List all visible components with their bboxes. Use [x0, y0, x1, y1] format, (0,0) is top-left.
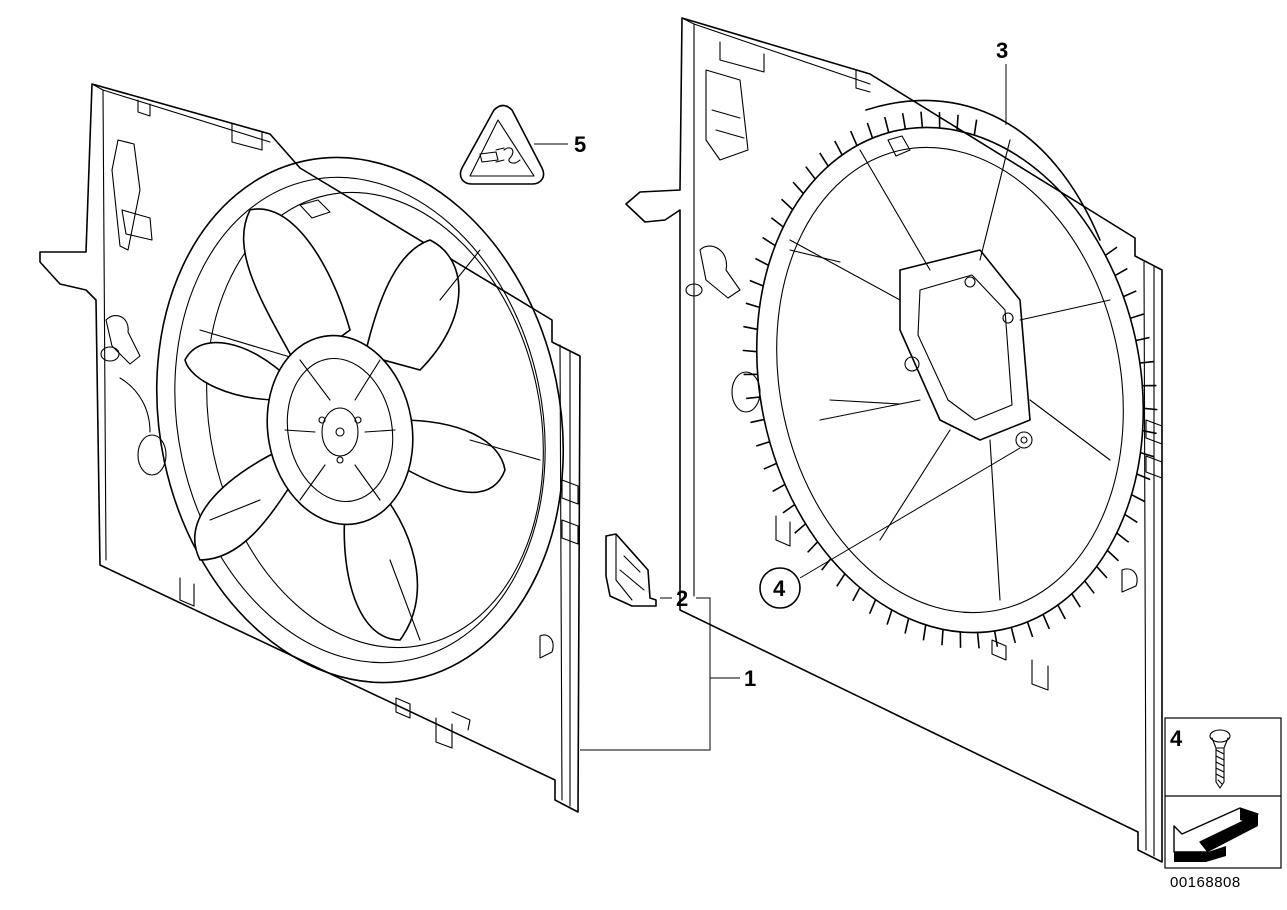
reference-number: 00168808: [1170, 874, 1241, 891]
ring-tooth: [763, 462, 777, 470]
ring-tooth: [772, 483, 786, 493]
ring-tooth: [1140, 451, 1155, 458]
bracket-part: [605, 533, 657, 607]
ring-tooth: [849, 130, 858, 146]
callout-2: 2: [676, 586, 688, 611]
ring-tooth: [904, 618, 910, 634]
ring-tooth: [762, 236, 776, 247]
ring-tooth: [1104, 246, 1118, 257]
ring-tooth: [956, 114, 959, 131]
ring-tooth: [1116, 532, 1130, 543]
ring-tooth: [749, 279, 764, 287]
ring-tooth: [755, 257, 769, 267]
ring-tooth: [941, 629, 944, 646]
ring-tooth: [1057, 604, 1066, 620]
legend-box: 4: [1164, 717, 1282, 869]
ring-tooth: [1142, 429, 1157, 435]
ring-tooth: [1106, 549, 1120, 562]
ring-tooth: [807, 541, 819, 553]
ring-tooth: [886, 609, 893, 625]
ring-tooth: [742, 349, 757, 353]
callout-5: 5: [574, 132, 586, 157]
ring-tooth: [834, 140, 843, 156]
ring-tooth: [976, 632, 980, 649]
fan-shroud-rear-view: [625, 17, 1163, 863]
ring-tooth: [1139, 360, 1154, 364]
ring-tooth: [782, 503, 796, 514]
arrow-icon: [1173, 807, 1259, 862]
ring-tooth: [750, 418, 765, 424]
connector-warning-icon: [459, 104, 545, 185]
ring-tooth: [1143, 407, 1158, 411]
ring-tooth: [1010, 627, 1017, 644]
ring-tooth: [1096, 565, 1108, 579]
ring-tooth: [852, 587, 861, 602]
ring-tooth: [836, 573, 846, 587]
screw-icon: [1209, 729, 1231, 789]
ring-tooth: [1130, 313, 1144, 320]
ring-tooth: [1124, 513, 1138, 524]
ring-tooth: [745, 302, 760, 309]
ring-tooth: [805, 166, 816, 180]
ring-tooth: [780, 198, 794, 211]
ring-tooth: [920, 111, 924, 128]
ring-tooth: [819, 152, 829, 167]
ring-tooth: [1136, 473, 1151, 481]
ring-tooth: [901, 113, 907, 130]
callout-4-circle: 4: [759, 567, 801, 609]
ring-tooth: [973, 119, 978, 136]
ring-tooth: [1123, 290, 1137, 298]
fan-shroud-assembly-left: [39, 83, 581, 813]
ring-tooth: [866, 122, 874, 139]
ring-tooth: [756, 440, 770, 447]
ring-tooth: [794, 523, 807, 534]
ring-teeth: [742, 111, 1158, 649]
callout-1: 1: [744, 666, 756, 691]
legend-callout-4: 4: [1170, 726, 1183, 751]
ring-tooth: [1114, 267, 1128, 277]
ring-tooth: [792, 181, 804, 195]
callout-4: 4: [773, 576, 786, 601]
ring-tooth: [922, 624, 927, 641]
ring-tooth: [1071, 593, 1081, 608]
ring-tooth: [743, 325, 758, 331]
ring-tooth: [746, 396, 761, 400]
ring-tooth: [868, 599, 877, 615]
ring-tooth: [1042, 614, 1051, 630]
ring-tooth: [1131, 493, 1145, 503]
ring-tooth: [770, 217, 784, 228]
callout-3: 3: [996, 38, 1008, 63]
ring-tooth: [883, 116, 890, 133]
leader-lines: [534, 64, 1021, 751]
ring-tooth: [1135, 336, 1150, 342]
ring-tooth: [993, 630, 999, 647]
ring-tooth: [1084, 580, 1095, 594]
ring-tooth: [1026, 621, 1034, 638]
